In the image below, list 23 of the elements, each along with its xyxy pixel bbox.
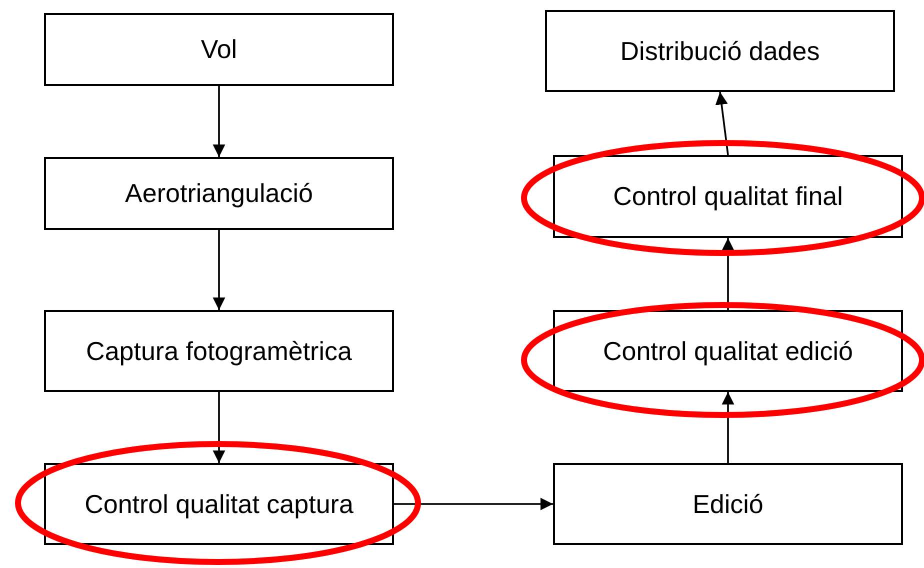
box-label: Control qualitat final <box>613 181 843 212</box>
box-label: Control qualitat edició <box>602 336 854 366</box>
process-box <box>545 10 895 92</box>
box-label: Edició <box>692 488 764 520</box>
box-label: Captura fotogramètrica <box>86 336 352 366</box>
process-box <box>44 310 394 392</box>
box-label: Vol <box>200 34 238 65</box>
box-label: Aerotriangulació <box>125 178 313 209</box>
process-box <box>553 310 903 392</box>
box-label: Control qualitat captura <box>84 488 354 520</box>
process-box <box>553 463 903 545</box>
arrow <box>394 498 553 510</box>
arrow <box>212 230 226 310</box>
box-label: Distribució dades <box>620 36 820 66</box>
arrow <box>722 392 734 463</box>
arrow <box>212 86 226 157</box>
process-box <box>44 157 394 230</box>
arrow <box>722 238 734 310</box>
arrow <box>715 92 729 156</box>
process-box <box>44 463 394 545</box>
arrow <box>212 392 226 463</box>
process-box <box>553 155 903 238</box>
process-box <box>44 13 394 86</box>
